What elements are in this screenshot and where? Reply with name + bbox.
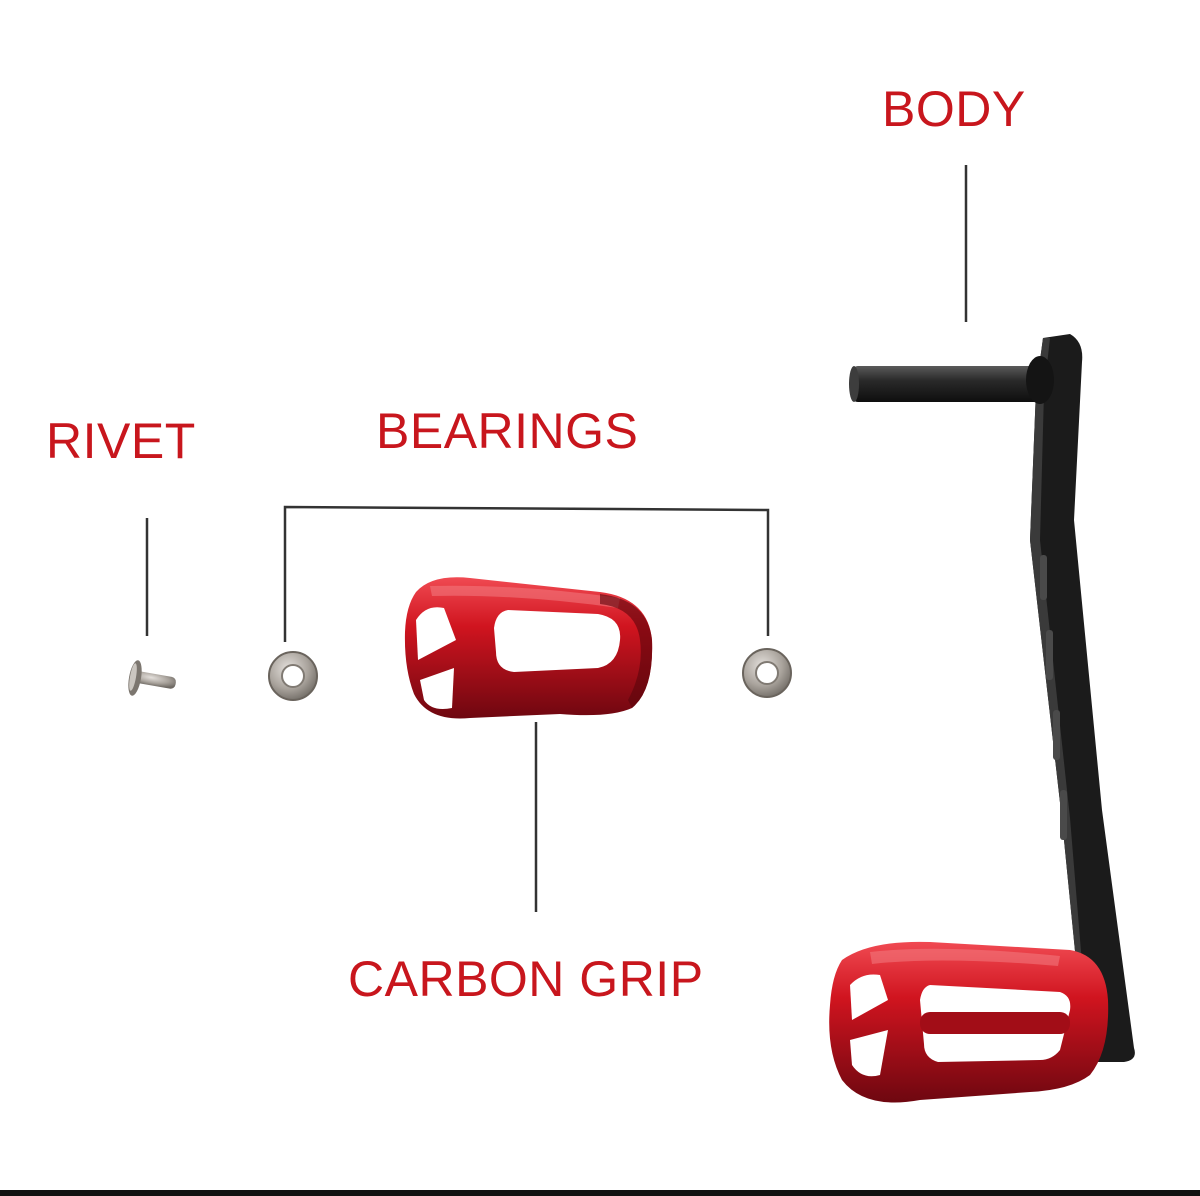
body-label: BODY xyxy=(882,81,1026,137)
handle-body xyxy=(849,334,1135,1062)
assembled-carbon-grip xyxy=(829,941,1109,1103)
bearings-bracket-line xyxy=(283,505,770,642)
body-arm-slots xyxy=(1040,555,1067,840)
body-shaft xyxy=(852,366,1042,402)
body-arm xyxy=(1030,334,1135,1062)
bearings-label: BEARINGS xyxy=(376,403,639,459)
rivet-label: RIVET xyxy=(46,413,196,469)
rivet-part xyxy=(128,660,176,696)
body-shaft-end xyxy=(849,366,859,402)
body-shaft-collar xyxy=(1026,356,1054,404)
carbon-grip-label: CARBON GRIP xyxy=(348,951,704,1007)
leader-lines xyxy=(145,165,968,912)
bearing-right xyxy=(742,648,792,698)
body-arm-edge xyxy=(1030,338,1090,1062)
bottom-border xyxy=(0,1190,1200,1196)
bearing-left xyxy=(268,651,318,701)
carbon-grip-part xyxy=(404,577,653,719)
